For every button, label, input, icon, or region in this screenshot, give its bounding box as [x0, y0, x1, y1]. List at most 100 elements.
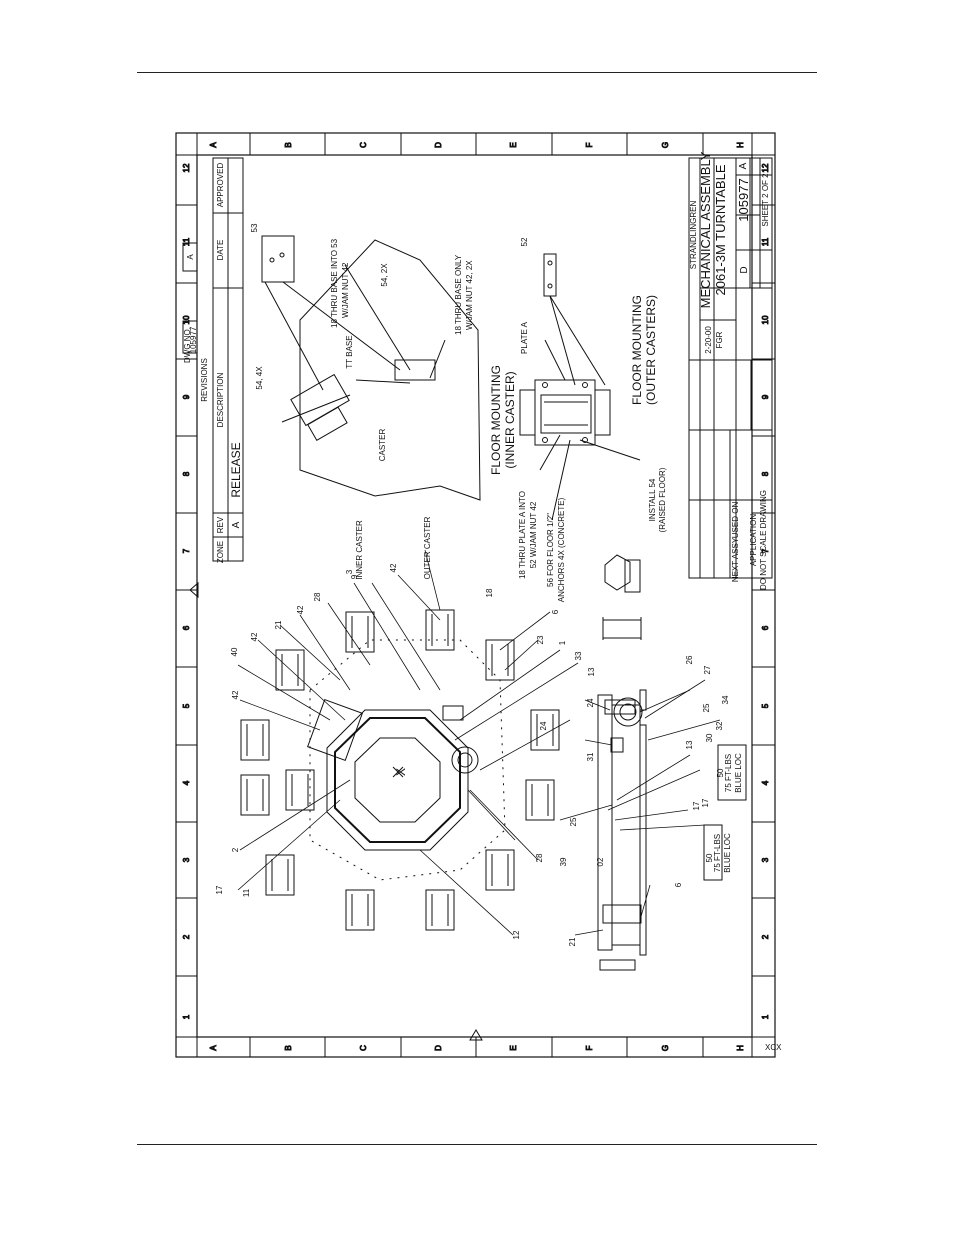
- zone-number-right: 9: [761, 394, 770, 399]
- drawn-by: FGR: [715, 331, 724, 348]
- rev-header-description: DESCRIPTION: [216, 372, 225, 427]
- callout-54-2x: 54, 2X: [380, 263, 389, 287]
- callout-floor-outer-line1: FLOOR MOUNTING: [630, 295, 644, 405]
- item-number: 31: [586, 752, 595, 761]
- item-number: 12: [512, 930, 521, 939]
- zone-number-left: 4: [182, 780, 191, 785]
- zone-letter-top: E: [509, 142, 518, 147]
- callout-outer-caster: OUTER CASTER: [423, 516, 432, 579]
- callout-54-4x: 54, 4X: [255, 366, 264, 390]
- rev-header-rev: REV: [216, 516, 225, 533]
- item-number: 17: [701, 798, 710, 807]
- title-block-text: STRANDLINGREN MECHANICAL ASSEMBLY 2061-3…: [689, 151, 770, 590]
- zone-letter-bottom: G: [661, 1045, 670, 1051]
- zone-number-right: 1: [761, 1014, 770, 1019]
- zone-number-left: 12: [182, 163, 191, 172]
- title-dwg-no: 105977: [736, 178, 751, 221]
- sheet-inner-border: [196, 154, 753, 1038]
- zone-number-left: 3: [182, 857, 191, 862]
- zone-triangles: [189, 581, 483, 1041]
- item-number: 6: [674, 882, 683, 887]
- caster-pad: [275, 649, 305, 691]
- item-number: 24: [586, 698, 595, 707]
- revision-block: [182, 157, 244, 562]
- item-number: 13: [685, 740, 694, 749]
- zone-number-right: 4: [761, 780, 770, 785]
- callout-thru-base-line2: W/JAM NUT 42, 2X: [465, 260, 474, 330]
- item-number: 23: [536, 635, 545, 644]
- item-number: 3: [345, 569, 354, 574]
- caster-pad: [285, 769, 315, 811]
- item-number: 18: [485, 588, 494, 597]
- zone-number-left: 5: [182, 703, 191, 708]
- item-number: 42: [250, 632, 259, 641]
- callout-tt-base: TT BASE: [345, 335, 354, 368]
- zone-number-left: 10: [182, 315, 191, 324]
- rev-box-small: A: [186, 254, 195, 260]
- callout-floor-56-line2: ANCHORS 4X (CONCRETE): [557, 497, 566, 602]
- leader-lines: [237, 549, 721, 936]
- callout-torque2-value: 75 FT-LBS: [724, 754, 733, 792]
- item-number: 11: [242, 888, 251, 897]
- caster-pad: [525, 779, 555, 821]
- zone-letter-bottom: E: [509, 1045, 518, 1050]
- item-number: 1: [558, 640, 567, 645]
- plate-a-view: [519, 253, 641, 521]
- zone-letter-bottom: B: [284, 1045, 293, 1050]
- callout-center-mark: X: [394, 768, 408, 776]
- zone-number-left: 1: [182, 1014, 191, 1019]
- rev-header-approved: APPROVED: [216, 163, 225, 208]
- callout-torque2-note: BLUE LOC: [734, 753, 743, 793]
- item-number: 42: [296, 605, 305, 614]
- turntable-plan-view: [307, 639, 506, 881]
- callout-caster: CASTER: [378, 429, 387, 462]
- zone-letter-bottom: D: [434, 1045, 443, 1051]
- zone-number-left: 9: [182, 394, 191, 399]
- item-number: 2: [231, 847, 240, 852]
- zone-number-right: 8: [761, 471, 770, 476]
- caster-pads: [240, 609, 560, 931]
- zone-number-left: 6: [182, 625, 191, 630]
- used-on-label: USED ON: [731, 502, 740, 539]
- item-number: 39: [559, 857, 568, 866]
- callout-52: 52: [520, 237, 529, 246]
- zone-number-right: 3: [761, 857, 770, 862]
- callout-thru-53-line2: W/JAM NUT 42: [341, 262, 350, 318]
- item-number: 42: [389, 563, 398, 572]
- zone-number-right: 10: [761, 315, 770, 324]
- zone-letter-top: G: [661, 142, 670, 148]
- zone-letter-top: D: [434, 142, 443, 148]
- caster-pad: [485, 639, 515, 681]
- zone-letter-bottom: F: [585, 1045, 594, 1050]
- callout-floor-inner-line2: (INNER CASTER): [503, 371, 517, 468]
- scale-note: DO NOT SCALE DRAWING: [759, 490, 768, 590]
- next-assy-label: NEXT ASSY: [731, 537, 740, 582]
- part-52: [543, 253, 557, 297]
- sheet-number: SHEET 2 OF 2: [761, 173, 770, 227]
- caster-pad: [345, 611, 375, 653]
- callout-torque1-note: BLUE LOC: [723, 833, 732, 873]
- zone-number-right: 6: [761, 625, 770, 630]
- item-number: 30: [705, 733, 714, 742]
- item-number: 42: [231, 690, 240, 699]
- callout-thru-53-line1: 18 THRU BASE INTO 53: [330, 238, 339, 328]
- zone-number-right: 11: [761, 237, 770, 246]
- zone-number-right: 2: [761, 934, 770, 939]
- item-number: 25: [702, 703, 711, 712]
- zone-number-left: 2: [182, 934, 191, 939]
- item-number: 33: [574, 651, 583, 660]
- callout-thru-base-line1: 18 THRU BASE ONLY: [454, 254, 463, 335]
- zone-number-right: 7: [761, 548, 770, 553]
- zone-letter-bottom: H: [736, 1045, 745, 1051]
- caster-pad: [265, 854, 295, 896]
- callout-floor-inner-line1: FLOOR MOUNTING: [489, 365, 503, 475]
- callout-install-54-line1: INSTALL 54: [648, 478, 657, 521]
- title-rev: A: [738, 162, 749, 169]
- item-number: 17: [692, 801, 701, 810]
- revisions-title: REVISIONS: [200, 358, 209, 402]
- title-block: [688, 157, 773, 579]
